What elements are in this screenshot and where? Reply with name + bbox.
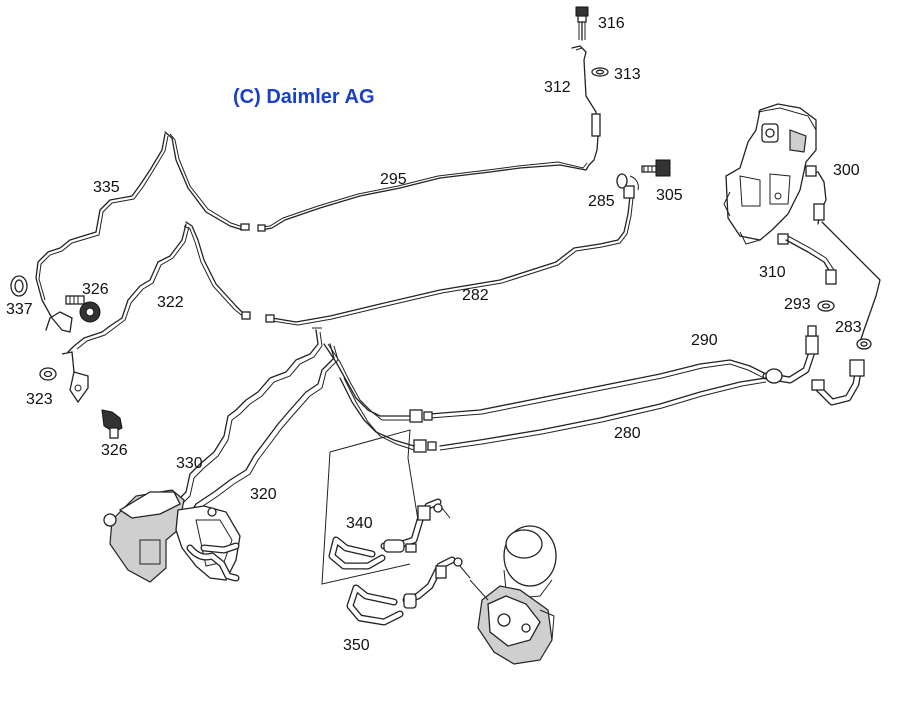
callout-labels: 316 313 312 300 295 335 285 305 310 326 … [6, 15, 862, 654]
ring-283 [856, 338, 872, 350]
callout-337: 337 [6, 301, 33, 318]
callout-350: 350 [343, 637, 370, 654]
callout-313: 313 [614, 66, 641, 83]
line-300 [805, 165, 881, 343]
detail-frame [321, 429, 419, 585]
callout-282: 282 [462, 287, 489, 304]
callout-285: 285 [588, 193, 615, 210]
callout-340: 340 [346, 515, 373, 532]
line-295 [257, 161, 590, 232]
line-282 [265, 185, 635, 326]
line-335 [35, 131, 250, 333]
line-290 [429, 325, 819, 419]
callout-293: 293 [784, 296, 811, 313]
hose-340 [328, 498, 451, 570]
callout-316: 316 [598, 15, 625, 32]
line-310 [777, 233, 837, 285]
line-280 [439, 359, 865, 451]
callout-295: 295 [380, 171, 407, 188]
callout-322: 322 [157, 294, 184, 311]
ring-337 [10, 275, 28, 297]
reservoir-unit [469, 525, 557, 665]
callout-323: 323 [26, 391, 53, 408]
line-312 [571, 45, 601, 166]
callout-310: 310 [759, 264, 786, 281]
pump-left [103, 489, 241, 583]
fittings-center [409, 409, 437, 453]
unit-300 [723, 103, 817, 245]
clip-323 [39, 351, 89, 404]
line-330 [167, 327, 323, 517]
line-322 [67, 221, 251, 353]
line-320 [185, 343, 339, 525]
callout-335: 335 [93, 179, 120, 196]
callout-283: 283 [835, 319, 862, 336]
callout-280: 280 [614, 425, 641, 442]
washer-293 [817, 300, 835, 312]
callout-305: 305 [656, 187, 683, 204]
callout-326-lower: 326 [101, 442, 128, 459]
washer-313 [591, 67, 609, 77]
ring-285 [616, 173, 639, 191]
callout-312: 312 [544, 79, 571, 96]
bolt-305 [641, 159, 671, 177]
bolt-316 [575, 6, 589, 41]
line-branch-center [323, 343, 415, 451]
bolt-326-lower [101, 409, 123, 439]
callout-330: 330 [176, 455, 203, 472]
copyright-notice: (C) Daimler AG [233, 86, 375, 108]
callout-320: 320 [250, 486, 277, 503]
hose-350 [346, 556, 471, 626]
bolt-326-upper [65, 295, 101, 323]
callout-290: 290 [691, 332, 718, 349]
callout-300: 300 [833, 162, 860, 179]
callout-326-upper: 326 [82, 281, 109, 298]
